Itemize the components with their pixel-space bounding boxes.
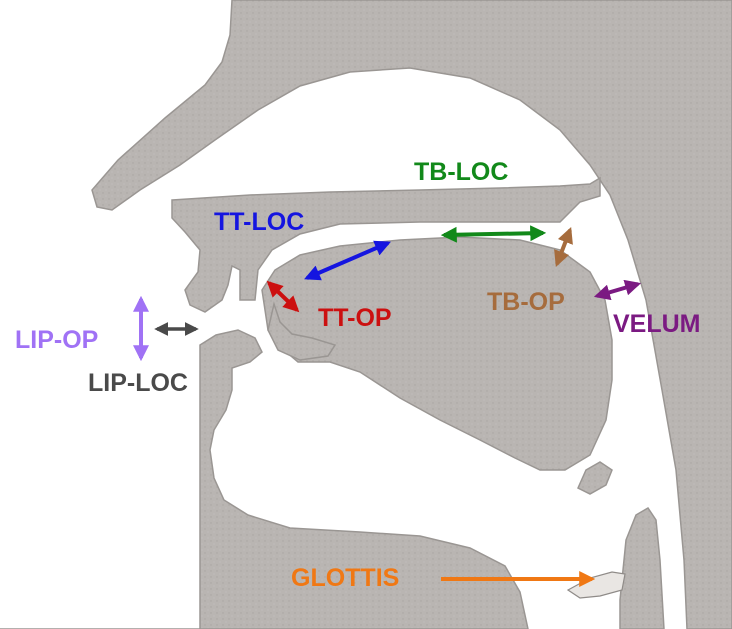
tt-op-label: TT-OP [318, 306, 392, 331]
vocal-folds [568, 572, 625, 598]
tb-loc-label: TB-LOC [414, 160, 508, 185]
larynx-column [620, 508, 664, 629]
lip-loc-label: LIP-LOC [88, 371, 188, 396]
tb-op-label: TB-OP [487, 290, 565, 315]
velum-arrow [597, 284, 638, 296]
glottis-label: GLOTTIS [291, 566, 399, 591]
velum-label: VELUM [613, 312, 701, 337]
tt-loc-label: TT-LOC [214, 210, 304, 235]
lip-op-label: LIP-OP [15, 328, 98, 353]
epiglottis [578, 462, 612, 494]
tb-loc-arrow [444, 233, 543, 235]
